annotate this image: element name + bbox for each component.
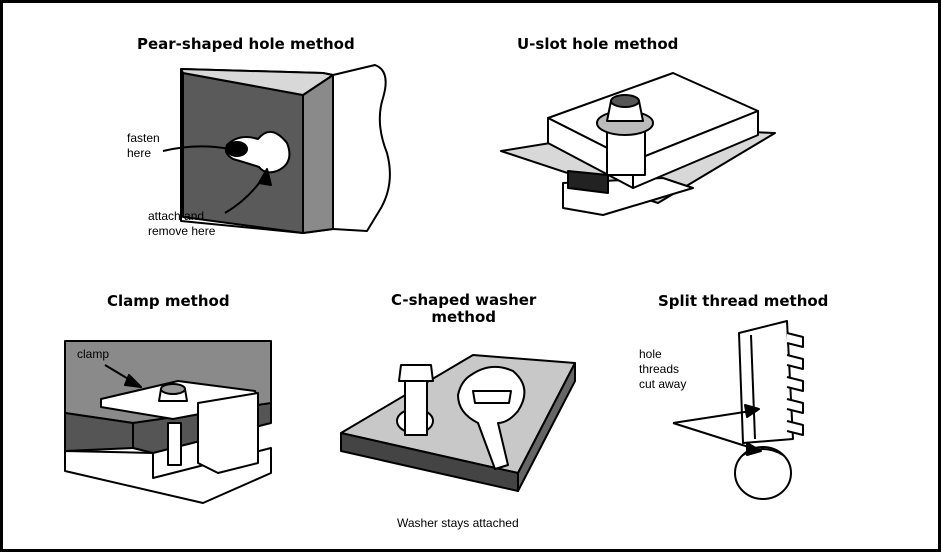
clamp-method-title: Clamp method xyxy=(107,292,230,310)
clamp-nut-top xyxy=(161,384,185,394)
cwasher-title-line1: C-shaped washer xyxy=(391,292,536,309)
uslot-illustration xyxy=(501,73,775,215)
split-thread-illustration xyxy=(673,321,803,499)
clamp-illustration xyxy=(65,341,271,503)
attach-label-line2: remove here xyxy=(148,224,215,239)
threaded-bolt xyxy=(739,321,793,443)
cwasher-illustration xyxy=(341,355,575,491)
fasten-label-line1: fasten xyxy=(127,131,160,146)
fasten-here-label: fasten here xyxy=(127,131,160,161)
wall-block xyxy=(333,65,390,231)
uslot-method-title: U-slot hole method xyxy=(517,35,678,53)
hole-arrow-upper xyxy=(673,411,751,423)
diagram-illustrations xyxy=(3,3,938,549)
hole-label-line2: threads xyxy=(639,362,686,377)
nut-top xyxy=(611,95,639,107)
attach-remove-label: attach and remove here xyxy=(148,209,215,239)
split-method-title: Split thread method xyxy=(658,292,828,310)
hole-threads-label: hole threads cut away xyxy=(639,347,686,392)
bolt xyxy=(405,375,427,435)
cwasher-title-line2: method xyxy=(391,309,536,326)
hole-label-line1: hole xyxy=(639,347,686,362)
washer-stays-label: Washer stays attached xyxy=(397,516,519,531)
clamp-label: clamp xyxy=(77,347,109,362)
attach-label-line1: attach and xyxy=(148,209,215,224)
clamp-bolt xyxy=(168,423,181,465)
hole-label-line3: cut away xyxy=(639,377,686,392)
bolt-head xyxy=(399,365,433,381)
fastener-head xyxy=(227,142,247,156)
pear-hole-illustration xyxy=(163,65,390,233)
pear-method-title: Pear-shaped hole method xyxy=(137,35,355,53)
fasten-label-line2: here xyxy=(127,146,160,161)
panel-side xyxy=(303,75,333,233)
washer-slot xyxy=(473,391,511,403)
cwasher-method-title: C-shaped washer method xyxy=(391,292,536,326)
clamp-foot xyxy=(198,393,258,473)
slot-shadow xyxy=(568,171,608,193)
